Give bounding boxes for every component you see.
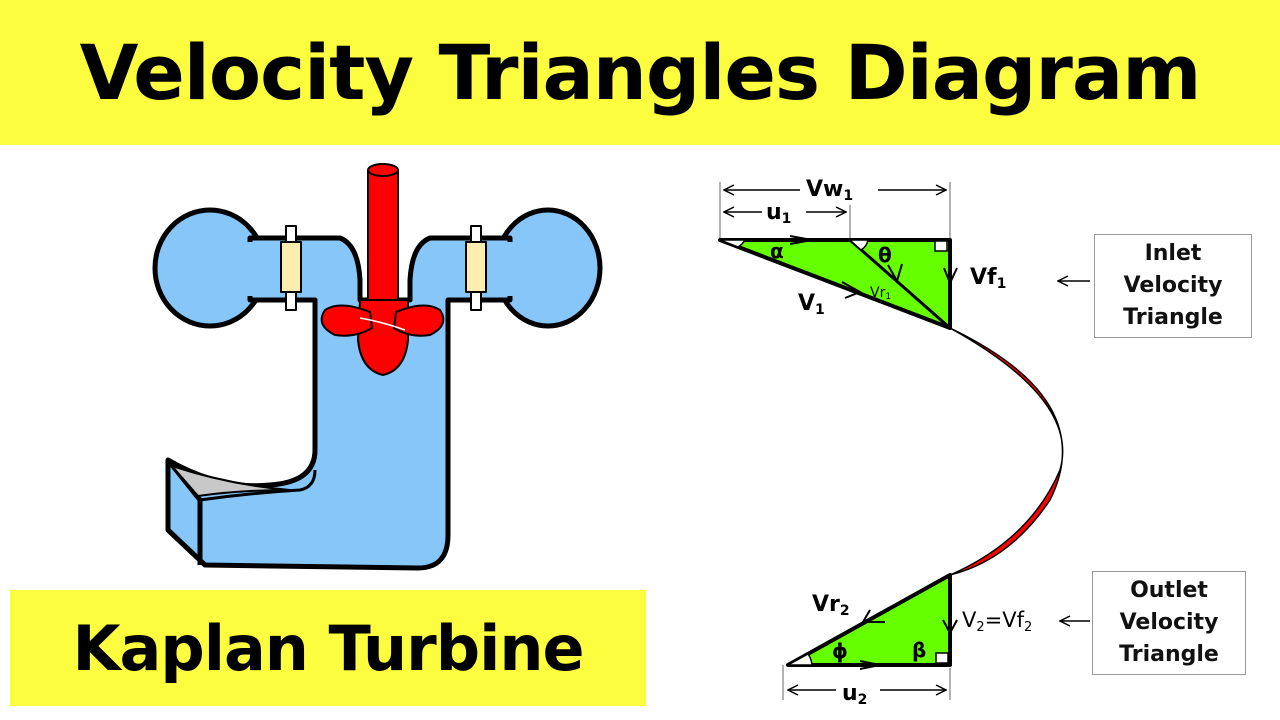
- svg-text:α: α: [770, 239, 784, 263]
- outlet-triangle-fill: [786, 573, 952, 667]
- inlet-velocity-triangle: Vw1 u1 α θ V1 Vr1 Vf1: [718, 176, 1006, 330]
- box-line: Velocity: [1119, 610, 1219, 635]
- box-line: Inlet: [1144, 241, 1202, 266]
- svg-text:Vr2: Vr2: [812, 592, 850, 619]
- svg-text:ϕ: ϕ: [832, 639, 848, 663]
- runner-blade-left: [320, 304, 373, 337]
- turbine-shaft: [367, 169, 399, 306]
- vr1-line: [849, 238, 951, 330]
- inlet-triangle-label-box: Inlet Velocity Triangle: [1094, 234, 1252, 338]
- draft-tube-inner-edge: [199, 469, 317, 502]
- svg-text:u1: u1: [766, 200, 791, 227]
- svg-text:θ: θ: [878, 243, 892, 267]
- runner-blade-right: [393, 304, 445, 337]
- svg-text:Vw1: Vw1: [806, 177, 853, 204]
- box-line: Triangle: [1119, 642, 1219, 667]
- guide-vane-left: [280, 241, 302, 293]
- svg-text:Vf1: Vf1: [970, 265, 1006, 292]
- subtitle-banner: Kaplan Turbine: [10, 590, 646, 706]
- box-line: Velocity: [1123, 273, 1223, 298]
- kaplan-turbine-illustration: [152, 163, 603, 571]
- blade-profile: [949, 327, 1064, 576]
- inlet-triangle-fill: [718, 238, 952, 330]
- outlet-triangle-label-box: Outlet Velocity Triangle: [1092, 571, 1246, 675]
- title-banner: Velocity Triangles Diagram: [0, 0, 1280, 145]
- subtitle: Kaplan Turbine: [72, 611, 584, 685]
- box-line: Outlet: [1130, 578, 1208, 603]
- svg-text:β: β: [912, 638, 926, 662]
- box-line: Triangle: [1123, 305, 1223, 330]
- svg-text:V2=Vf2: V2=Vf2: [962, 608, 1032, 635]
- svg-text:u2: u2: [842, 681, 867, 708]
- svg-text:V1: V1: [798, 291, 825, 318]
- page-title: Velocity Triangles Diagram: [79, 28, 1202, 117]
- svg-text:Vr1: Vr1: [870, 285, 891, 302]
- outlet-velocity-triangle: Vr2 ϕ β V2=Vf2 u2: [782, 573, 1032, 708]
- guide-vane-right: [465, 241, 487, 293]
